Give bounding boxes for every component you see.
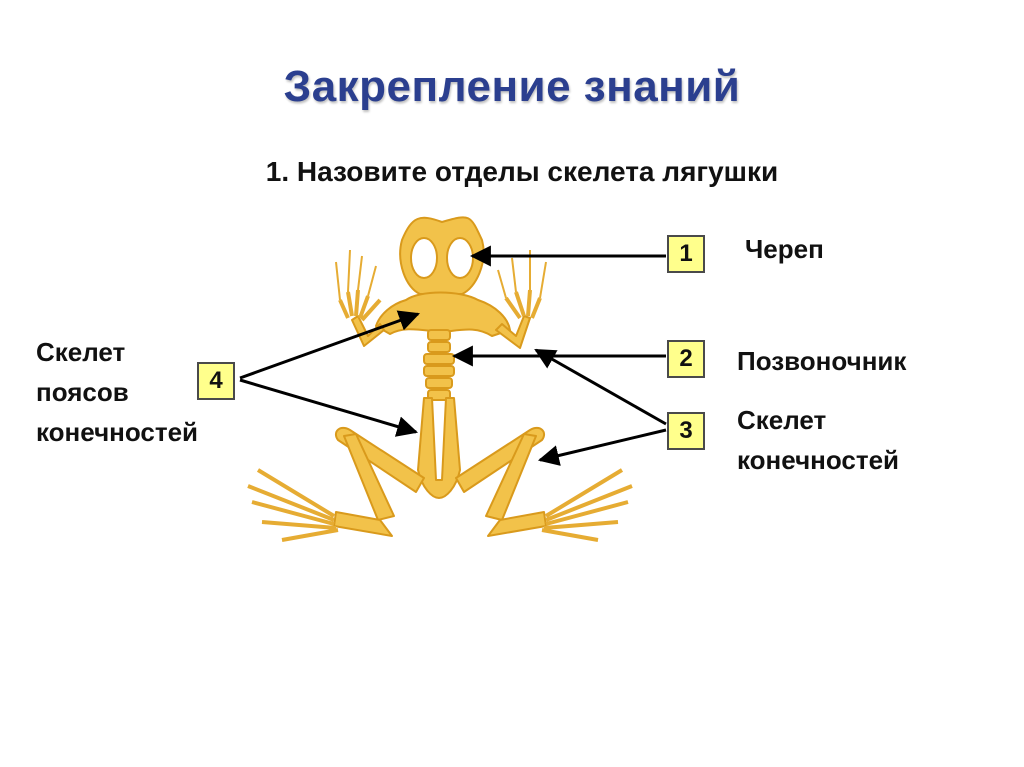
arrow-4-shoulder bbox=[239, 310, 420, 380]
label-girdles: Скелет поясов конечностей bbox=[36, 332, 198, 452]
number-box-2: 2 bbox=[667, 340, 705, 378]
label-skull: Череп bbox=[745, 234, 824, 264]
label-limbs-line2: конечностей bbox=[737, 445, 900, 475]
spine bbox=[423, 329, 455, 401]
number-box-1: 1 bbox=[667, 235, 705, 273]
question-text: 1. Назовите отделы скелета лягушки bbox=[265, 156, 779, 187]
label-girdles-line2: поясов bbox=[36, 377, 129, 407]
frog-skeleton-illustration bbox=[247, 216, 633, 542]
number-box-3: 3 bbox=[667, 412, 705, 450]
slide-title: Закрепление знаний bbox=[283, 62, 741, 111]
label-girdles-line1: Скелет bbox=[36, 337, 126, 367]
label-girdles-line3: конечностей bbox=[36, 417, 199, 447]
arrow-3-hindlimb bbox=[537, 428, 667, 466]
label-limbs: Скелет конечностей bbox=[737, 400, 899, 480]
pointer-arrows bbox=[239, 245, 667, 466]
pelvis bbox=[417, 397, 461, 499]
arrow-3-forelimb bbox=[534, 348, 667, 426]
label-spine: Позвоночник bbox=[737, 346, 907, 376]
arrow-4-pelvis bbox=[239, 378, 419, 437]
number-box-4: 4 bbox=[197, 362, 235, 400]
label-limbs-line1: Скелет bbox=[737, 405, 827, 435]
